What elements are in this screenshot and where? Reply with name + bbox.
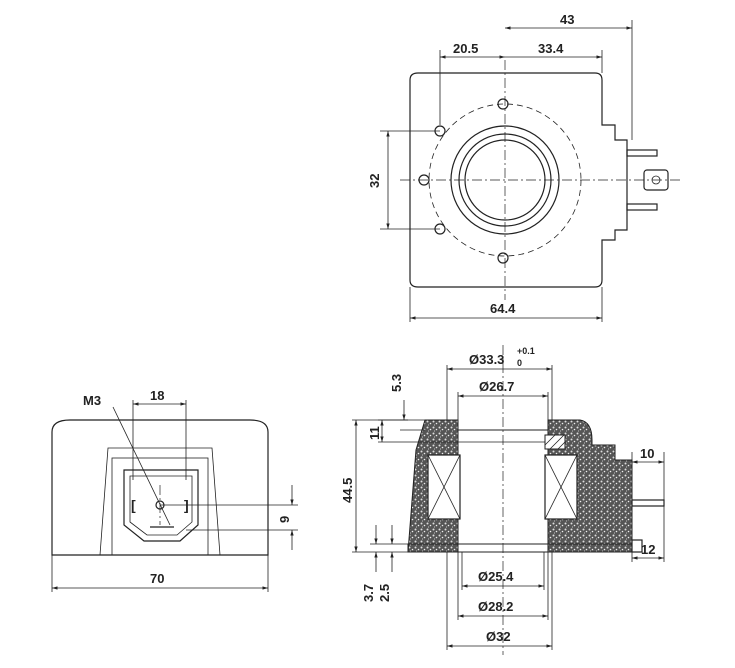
thread-m3: M3 bbox=[83, 393, 101, 408]
dim-3-7: 3.7 bbox=[361, 584, 376, 602]
dim-32: 32 bbox=[367, 174, 382, 188]
dim-44-5: 44.5 bbox=[340, 478, 355, 503]
top-view-pin-upper bbox=[626, 149, 658, 157]
dim-9: 9 bbox=[277, 516, 292, 523]
dim-2-5: 2.5 bbox=[377, 584, 392, 602]
m3-leader bbox=[112, 406, 171, 526]
top-view-hole-top bbox=[497, 98, 509, 110]
top-view-body-outline bbox=[409, 72, 628, 288]
section-view: Ø33.3 +0.1 0 Ø26.7 5.3 11 44.5 3.7 2.5 bbox=[340, 345, 665, 655]
dim-33-4: 33.4 bbox=[538, 41, 564, 56]
top-view-hole-bottom bbox=[497, 252, 509, 264]
dim-12: 12 bbox=[641, 542, 655, 557]
dim-bore-33-3-tol-lower: 0 bbox=[517, 358, 522, 368]
dim-25-4: Ø25.4 bbox=[478, 569, 514, 584]
top-view: 43 20.5 33.4 32 64.4 bbox=[367, 12, 680, 322]
front-view-body bbox=[51, 419, 269, 556]
top-view-pin-lower bbox=[626, 203, 658, 211]
dim-bore-33-3-tol-upper: +0.1 bbox=[517, 346, 535, 356]
dim-70: 70 bbox=[150, 571, 164, 586]
dim-32-dia: Ø32 bbox=[486, 629, 511, 644]
dim-bore-33-3: Ø33.3 bbox=[469, 352, 504, 367]
front-view: [ ] M3 18 9 70 bbox=[51, 388, 298, 592]
dim-5-3: 5.3 bbox=[389, 374, 404, 392]
svg-text:[: [ bbox=[131, 497, 136, 513]
dim-20-5: 20.5 bbox=[453, 41, 478, 56]
dim-11: 11 bbox=[367, 426, 382, 440]
front-view-plug-face bbox=[123, 469, 199, 542]
dim-28-2: Ø28.2 bbox=[478, 599, 513, 614]
section-pin bbox=[631, 499, 665, 507]
dim-10: 10 bbox=[640, 446, 654, 461]
front-view-housing bbox=[99, 447, 221, 556]
section-pin-lower bbox=[631, 539, 643, 553]
dim-43: 43 bbox=[560, 12, 574, 27]
dim-26-7: Ø26.7 bbox=[479, 379, 514, 394]
dim-64-4: 64.4 bbox=[490, 301, 516, 316]
dim-18: 18 bbox=[150, 388, 164, 403]
front-view-housing-inner bbox=[111, 457, 209, 556]
